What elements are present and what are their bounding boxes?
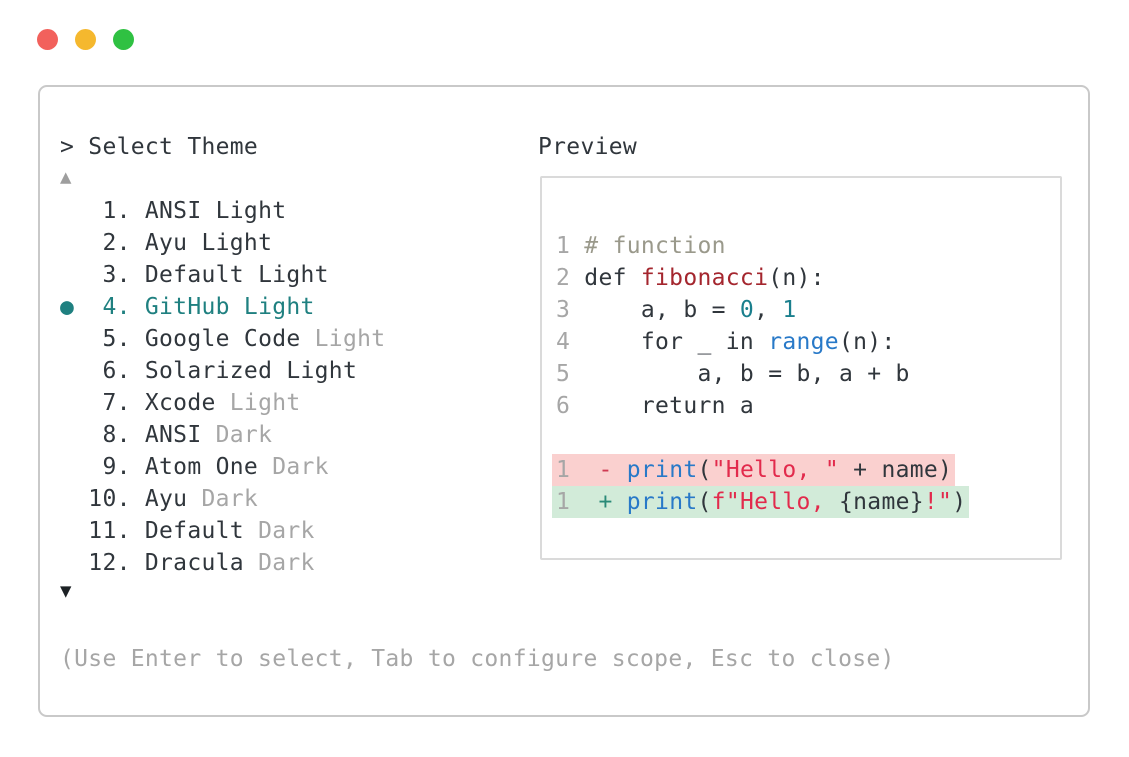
theme-variant: Dark: [258, 454, 329, 480]
line-number: 1: [556, 489, 585, 515]
theme-variant: Light: [300, 326, 386, 352]
scroll-up-icon[interactable]: ▲: [60, 166, 72, 188]
theme-number: 2.: [88, 230, 145, 256]
theme-list: 1. ANSI Light 2. Ayu Light 3. Default Li…: [60, 195, 385, 579]
theme-name: GitHub Light: [144, 294, 315, 320]
theme-item-5[interactable]: 5. Google Code Light: [60, 323, 385, 355]
line-number: 1: [556, 233, 585, 259]
line-number: 6: [556, 393, 585, 419]
code-preview: 1 # function 2 def fibonacci(n): 3 a, b = …: [552, 230, 970, 518]
theme-name: ANSI: [144, 422, 202, 448]
theme-variant: Dark: [243, 518, 315, 544]
zoom-window-icon[interactable]: [113, 29, 134, 50]
theme-number: 8.: [88, 422, 145, 448]
window-controls: [37, 29, 134, 50]
close-window-icon[interactable]: [37, 29, 58, 50]
scroll-down-icon[interactable]: ▼: [60, 580, 72, 602]
theme-item-7[interactable]: 7. Xcode Light: [60, 387, 385, 419]
code-line: 4 for _ in range(n):: [556, 326, 969, 358]
preview-pane: 1 # function 2 def fibonacci(n): 3 a, b = …: [540, 176, 1062, 560]
code-line-content: 2 def fibonacci(n):: [556, 265, 825, 291]
line-number: 3: [556, 297, 585, 323]
code-line: 3 a, b = 0, 1: [556, 294, 969, 326]
code-line-content: 3 a, b = 0, 1: [556, 297, 797, 323]
preview-title: Preview: [538, 134, 638, 160]
theme-item-3[interactable]: 3. Default Light: [60, 259, 385, 291]
line-number: 2: [556, 265, 585, 291]
theme-number: 10.: [88, 486, 145, 512]
theme-variant: Dark: [201, 422, 273, 448]
theme-item-6[interactable]: 6. Solarized Light: [60, 355, 385, 387]
theme-variant: Light: [215, 390, 301, 416]
code-line-content: 5 a, b = b, a + b: [556, 361, 910, 387]
code-line: 5 a, b = b, a + b: [556, 358, 969, 390]
theme-name: Google Code: [144, 326, 301, 352]
theme-item-4[interactable]: ● 4. GitHub Light: [60, 291, 385, 323]
theme-number: 5.: [88, 326, 145, 352]
code-line: 6 return a: [556, 390, 969, 422]
theme-item-1[interactable]: 1. ANSI Light: [60, 195, 385, 227]
theme-name: Xcode: [144, 390, 216, 416]
selected-bullet-icon: ●: [60, 294, 89, 320]
theme-number: 11.: [88, 518, 145, 544]
theme-item-11[interactable]: 11. Default Dark: [60, 515, 385, 547]
theme-number: 7.: [88, 390, 145, 416]
select-theme-prompt: > Select Theme: [60, 134, 259, 160]
code-line-content: 6 return a: [556, 393, 755, 419]
theme-name: Default Light: [144, 262, 329, 288]
theme-number: 9.: [88, 454, 145, 480]
theme-name: Default: [144, 518, 244, 544]
code-line: [556, 422, 969, 454]
line-number: 1: [556, 457, 585, 483]
theme-number: 12.: [88, 550, 145, 576]
code-line: 2 def fibonacci(n):: [556, 262, 969, 294]
theme-name: Atom One: [144, 454, 259, 480]
theme-number: 6.: [88, 358, 145, 384]
code-line-content: 1 # function: [556, 233, 726, 259]
theme-variant: Dark: [243, 550, 315, 576]
theme-item-2[interactable]: 2. Ayu Light: [60, 227, 385, 259]
diff-line-added: 1 + print(f"Hello, {name}!"): [552, 486, 970, 518]
theme-item-10[interactable]: 10. Ayu Dark: [60, 483, 385, 515]
theme-number: 3.: [88, 262, 145, 288]
theme-item-9[interactable]: 9. Atom One Dark: [60, 451, 385, 483]
theme-name: Solarized Light: [144, 358, 358, 384]
diff-line-removed: 1 - print("Hello, " + name): [552, 454, 969, 486]
theme-name: ANSI Light: [144, 198, 287, 224]
theme-item-8[interactable]: 8. ANSI Dark: [60, 419, 385, 451]
theme-name: Dracula: [144, 550, 244, 576]
code-line-content: 4 for _ in range(n):: [556, 329, 896, 355]
theme-number: 1.: [88, 198, 145, 224]
line-number: 5: [556, 361, 585, 387]
theme-name: Ayu Light: [144, 230, 273, 256]
theme-name: Ayu: [144, 486, 188, 512]
theme-variant: Dark: [187, 486, 259, 512]
line-number: 4: [556, 329, 585, 355]
theme-picker-panel: > Select Theme Preview ▲ 1. ANSI Light 2…: [38, 85, 1090, 717]
theme-item-12[interactable]: 12. Dracula Dark: [60, 547, 385, 579]
help-text: (Use Enter to select, Tab to configure s…: [60, 646, 895, 672]
code-line-content: 1 - print("Hello, " + name): [552, 454, 956, 486]
code-line: 1 # function: [556, 230, 969, 262]
code-line-content: 1 + print(f"Hello, {name}!"): [552, 486, 970, 518]
minimize-window-icon[interactable]: [75, 29, 96, 50]
theme-number: 4.: [88, 294, 145, 320]
